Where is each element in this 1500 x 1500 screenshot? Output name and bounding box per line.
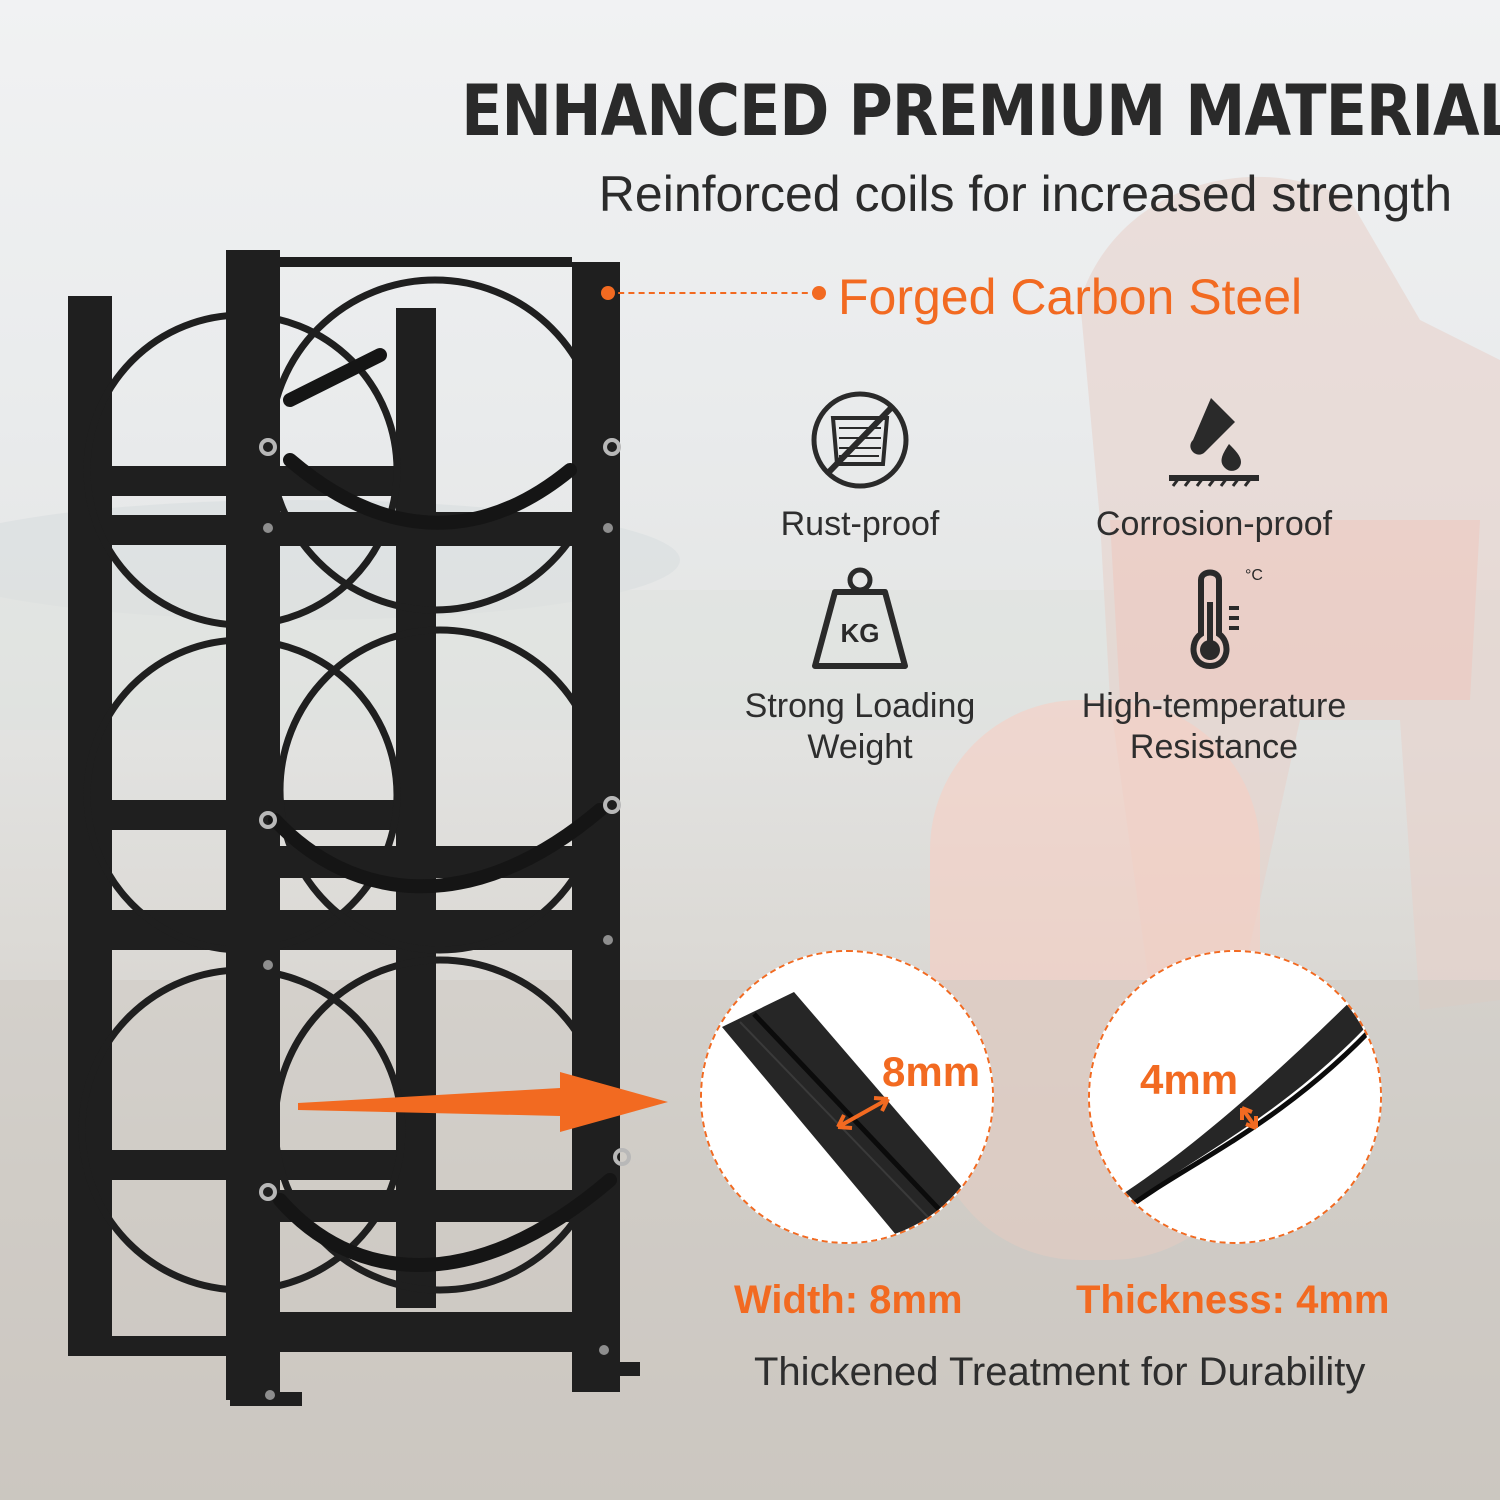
feature-label: Rust-proof <box>780 505 940 543</box>
rust-proof-icon <box>805 388 915 498</box>
durability-tagline: Thickened Treatment for Durability <box>754 1350 1366 1394</box>
zoom-thickness-detail: 4mm <box>1088 950 1382 1244</box>
feature-rust-proof: Rust-proof <box>710 388 1010 545</box>
feature-high-temperature: °C High-temperature Resistance <box>1064 566 1364 768</box>
feature-label: Strong Loading Weight <box>744 687 976 766</box>
rack-bolts <box>263 523 613 1400</box>
page-title: ENHANCED PREMIUM MATERIALS <box>461 70 1500 152</box>
kg-weight-icon: KG <box>805 566 915 676</box>
celsius-text: °C <box>1245 567 1263 584</box>
thickness-measure-label: 4mm <box>1140 1056 1239 1103</box>
callout-label-dot <box>812 286 826 300</box>
strap-hooks <box>259 438 631 1201</box>
callout-label: Forged Carbon Steel <box>838 269 1303 325</box>
thickness-spec: Thickness: 4mm <box>1076 1278 1390 1322</box>
feature-label: High-temperature Resistance <box>1081 687 1347 766</box>
callout-leader-line <box>608 292 818 294</box>
rack-straps <box>268 348 617 1272</box>
width-spec: Width: 8mm <box>734 1278 963 1322</box>
pointer-arrow <box>298 1072 668 1132</box>
rack-coils <box>78 276 609 1294</box>
coil-width-closeup <box>702 952 992 1242</box>
coil-thickness-closeup <box>1090 952 1380 1242</box>
corrosion-proof-icon <box>1159 388 1269 498</box>
page-subtitle: Reinforced coils for increased strength <box>598 166 1452 222</box>
thermometer-icon: °C <box>1159 566 1269 676</box>
feature-corrosion-proof: Corrosion-proof <box>1064 388 1364 545</box>
kg-text: KG <box>841 618 880 648</box>
feature-label: Corrosion-proof <box>1095 505 1333 543</box>
width-measure-label: 8mm <box>882 1048 981 1095</box>
feature-strong-loading: KG Strong Loading Weight <box>710 566 1010 768</box>
zoom-width-detail: 8mm <box>700 950 994 1244</box>
